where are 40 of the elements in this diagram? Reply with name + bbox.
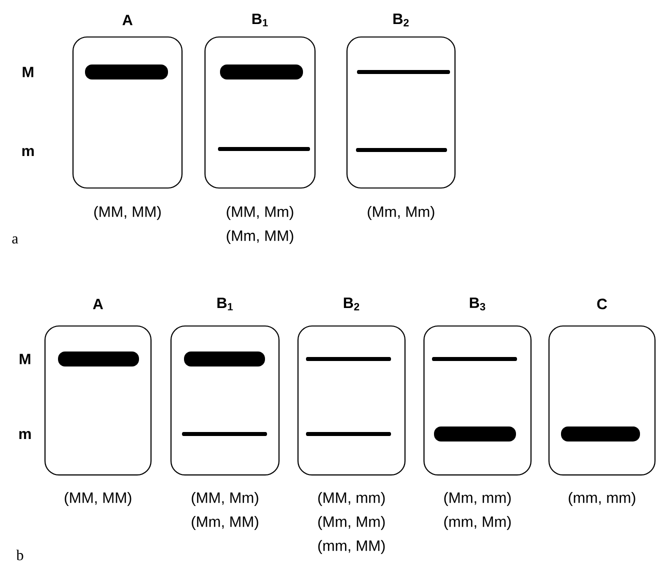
- thick-band: [434, 426, 516, 442]
- genotype-label: (MM, mm): [318, 492, 385, 506]
- genotype-label: (MM, MM): [94, 206, 161, 220]
- thick-band: [58, 352, 139, 366]
- thick-band: [561, 426, 640, 442]
- thick-band: [184, 352, 265, 366]
- row-label: m: [19, 430, 31, 440]
- lane-heading: B$_{1}$: [217, 298, 233, 310]
- thick-band: [85, 64, 168, 80]
- genotype-label: (mm, MM): [318, 540, 385, 554]
- genotype-label: (Mm, Mm): [318, 516, 385, 530]
- thin-band: [356, 148, 447, 152]
- lane-heading: A: [122, 14, 133, 26]
- panel-label: a: [12, 236, 18, 244]
- row-label: M: [22, 66, 34, 78]
- genotype-label: (Mm, Mm): [368, 206, 434, 220]
- lane-heading: B$_{2}$: [344, 298, 360, 310]
- lane-heading: B$_{2}$: [393, 14, 409, 26]
- thin-band: [432, 357, 517, 361]
- genotype-label: (MM, MM): [64, 492, 132, 506]
- genotype-label: (mm, mm): [568, 492, 636, 506]
- thin-band: [306, 432, 391, 436]
- thin-band: [306, 357, 391, 361]
- genotype-label: (Mm, MM): [226, 230, 294, 244]
- genotype-label: (MM, Mm): [192, 492, 258, 506]
- panel-label: b: [16, 550, 24, 560]
- lane-heading: A: [92, 298, 104, 310]
- genotype-label: (mm, Mm): [444, 516, 511, 530]
- genotype-label: (MM, Mm): [226, 206, 294, 220]
- thin-band: [218, 147, 310, 151]
- lane-heading: B$_{3}$: [470, 298, 486, 310]
- thick-band: [220, 64, 303, 80]
- lane-heading: B$_{1}$: [252, 14, 268, 26]
- row-label: M: [20, 354, 30, 364]
- genotype-label: (Mm, mm): [444, 492, 511, 506]
- thin-band: [182, 432, 267, 436]
- lane-heading: C: [597, 298, 607, 310]
- row-label: m: [22, 148, 34, 156]
- genotype-label: (Mm, MM): [192, 516, 258, 530]
- thin-band: [357, 70, 450, 74]
